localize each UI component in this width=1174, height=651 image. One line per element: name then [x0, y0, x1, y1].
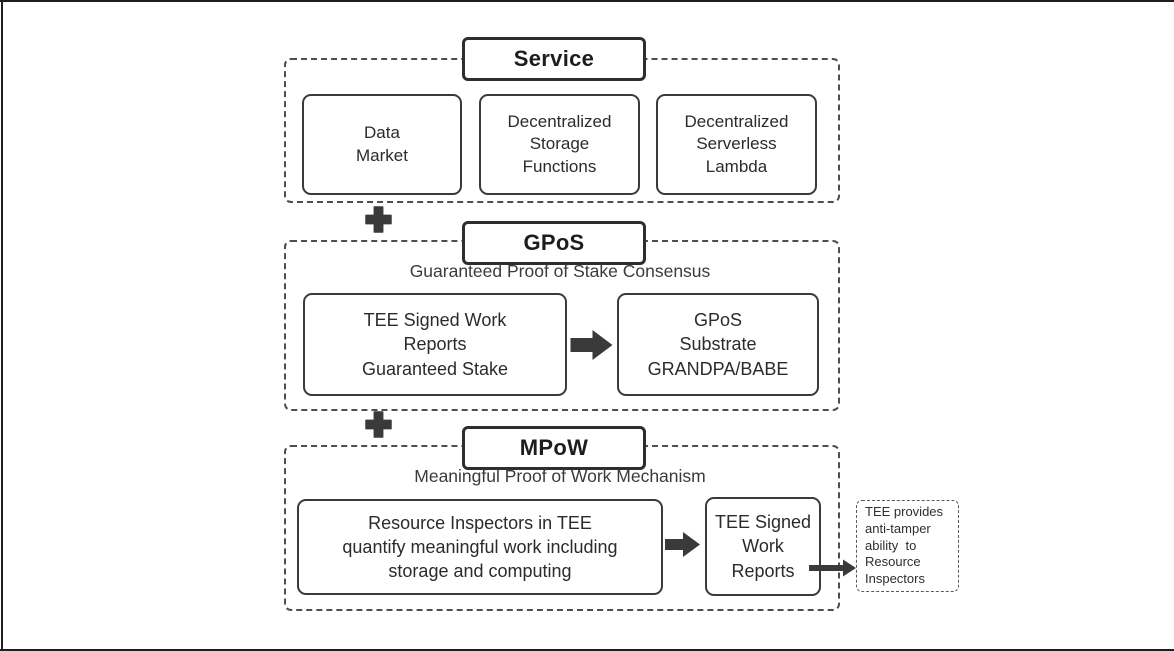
decentralized-serverless-lambda-box: Decentralized Serverless Lambda [656, 94, 817, 195]
tee-signed-work-reports-guaranteed-stake-box: TEE Signed Work Reports Guaranteed Stake [303, 293, 567, 396]
service-title-label: Service [513, 46, 595, 71]
tee-anti-tamper-note-label: TEE provides anti-tamper ability to Reso… [865, 503, 944, 587]
page-border-bottom [0, 649, 1174, 651]
tee-signed-work-reports-box: TEE Signed Work Reports [705, 497, 821, 596]
data-market-label: Data Market [356, 123, 408, 165]
tee-signed-work-reports-guaranteed-stake-label: TEE Signed Work Reports Guaranteed Stake [361, 310, 509, 379]
service-title-box: Service [462, 37, 646, 81]
plus-icon [365, 411, 392, 438]
gpos-substrate-grandpa-babe-label: GPoS Substrate GRANDPA/BABE [647, 310, 789, 379]
gpos-title-label: GPoS [523, 230, 585, 255]
tee-anti-tamper-note-box: TEE provides anti-tamper ability to Reso… [856, 500, 959, 592]
page-border-left [1, 0, 3, 651]
decentralized-serverless-lambda-label: Decentralized Serverless Lambda [684, 111, 789, 176]
decentralized-storage-functions-box: Decentralized Storage Functions [479, 94, 640, 195]
resource-inspectors-in-tee-label: Resource Inspectors in TEE quantify mean… [342, 512, 618, 582]
plus-icon [365, 206, 392, 233]
tee-signed-work-reports-label: TEE Signed Work Reports [714, 512, 812, 581]
mpow-subtitle: Meaningful Proof of Work Mechanism [414, 466, 706, 486]
decentralized-storage-functions-label: Decentralized Storage Functions [507, 111, 612, 176]
arrow-right-icon [570, 330, 613, 360]
gpos-title-box: GPoS [462, 221, 646, 265]
arrow-right-icon [665, 532, 700, 557]
gpos-substrate-grandpa-babe-box: GPoS Substrate GRANDPA/BABE [617, 293, 819, 396]
resource-inspectors-in-tee-box: Resource Inspectors in TEE quantify mean… [297, 499, 663, 595]
mpow-title-label: MPoW [519, 435, 589, 460]
data-market-box: Data Market [302, 94, 462, 195]
arrow-right-icon [809, 559, 856, 577]
page-border-top [0, 0, 1174, 2]
mpow-title-box: MPoW [462, 426, 646, 470]
gpos-subtitle: Guaranteed Proof of Stake Consensus [409, 261, 711, 281]
